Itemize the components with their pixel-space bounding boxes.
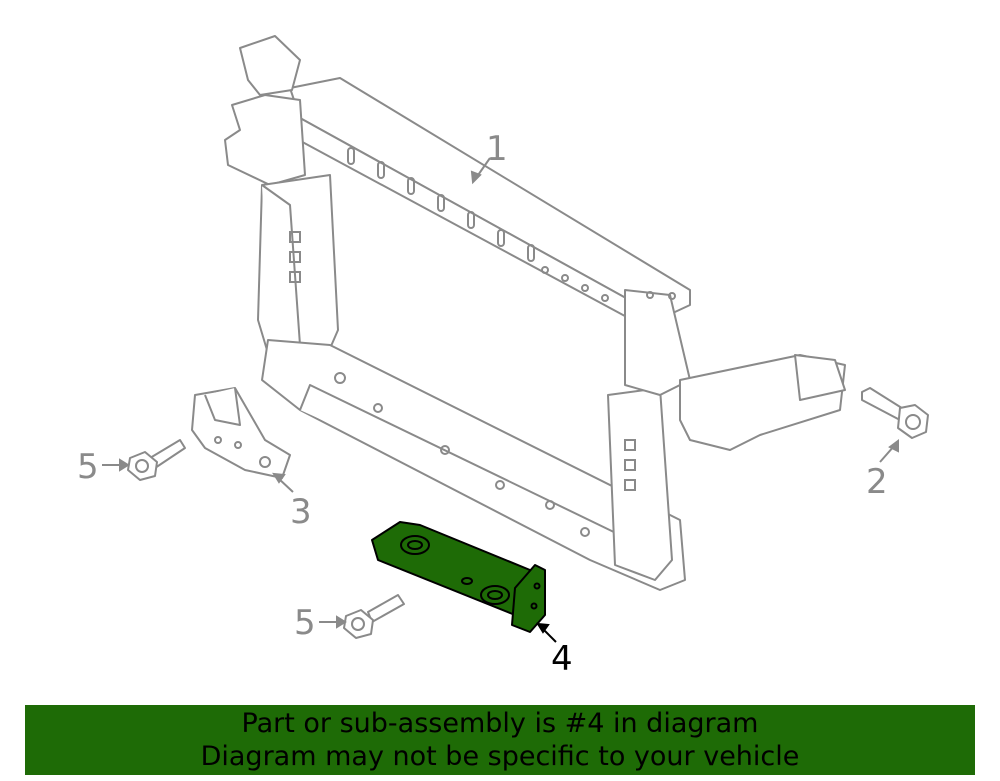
banner-line-2: Diagram may not be specific to your vehi…: [200, 741, 800, 772]
leader-lines: [102, 157, 899, 629]
frame-holes: [289, 147, 676, 537]
callout-5-upper: 5: [77, 447, 99, 487]
callout-1: 1: [486, 129, 508, 169]
lower-bracket-left: [191, 387, 291, 479]
highlighted-bracket-part-4: [371, 521, 546, 633]
info-banner: Part or sub-assembly is #4 in diagram Di…: [25, 705, 975, 775]
callout-3: 3: [290, 492, 312, 532]
callout-2: 2: [866, 462, 888, 502]
parts-diagram: 1 2 3 4 5 5: [77, 35, 929, 679]
radiator-support-frame: [224, 35, 846, 591]
bolt-part-2: [861, 387, 929, 439]
bolt-part-5-lower: [343, 594, 405, 639]
callout-5-lower: 5: [294, 603, 316, 643]
callout-4: 4: [551, 639, 573, 679]
banner-line-1: Part or sub-assembly is #4 in diagram: [241, 708, 759, 739]
leader-line-part-4: [536, 622, 557, 643]
bolt-part-5-upper: [127, 439, 186, 481]
